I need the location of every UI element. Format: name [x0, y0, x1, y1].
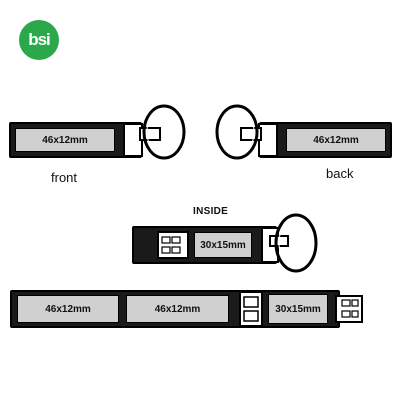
back-label-text: 46x12mm: [313, 134, 359, 146]
front-caption-text: front: [51, 170, 78, 185]
bsi-logo: bsi: [19, 20, 59, 60]
front-label-text: 46x12mm: [42, 134, 88, 146]
back-label: 46x12mm: [286, 128, 386, 152]
inside-title-text: INSIDE: [193, 206, 229, 217]
open-label-2: 46x12mm: [126, 295, 229, 323]
open-label-3-text: 30x15mm: [275, 303, 321, 315]
open-label-2-text: 46x12mm: [154, 303, 201, 315]
back-caption-text: back: [326, 166, 354, 181]
back-caption: back: [326, 166, 353, 181]
open-label-3: 30x15mm: [268, 294, 328, 324]
inside-label-text: 30x15mm: [200, 239, 246, 251]
logo-text: bsi: [28, 30, 51, 49]
open-label-1-text: 46x12mm: [45, 303, 91, 315]
open-label-1: 46x12mm: [17, 295, 119, 323]
inside-title: INSIDE: [193, 206, 228, 217]
inside-label: 30x15mm: [194, 232, 252, 258]
front-label: 46x12mm: [15, 128, 115, 152]
front-caption: front: [51, 170, 77, 185]
